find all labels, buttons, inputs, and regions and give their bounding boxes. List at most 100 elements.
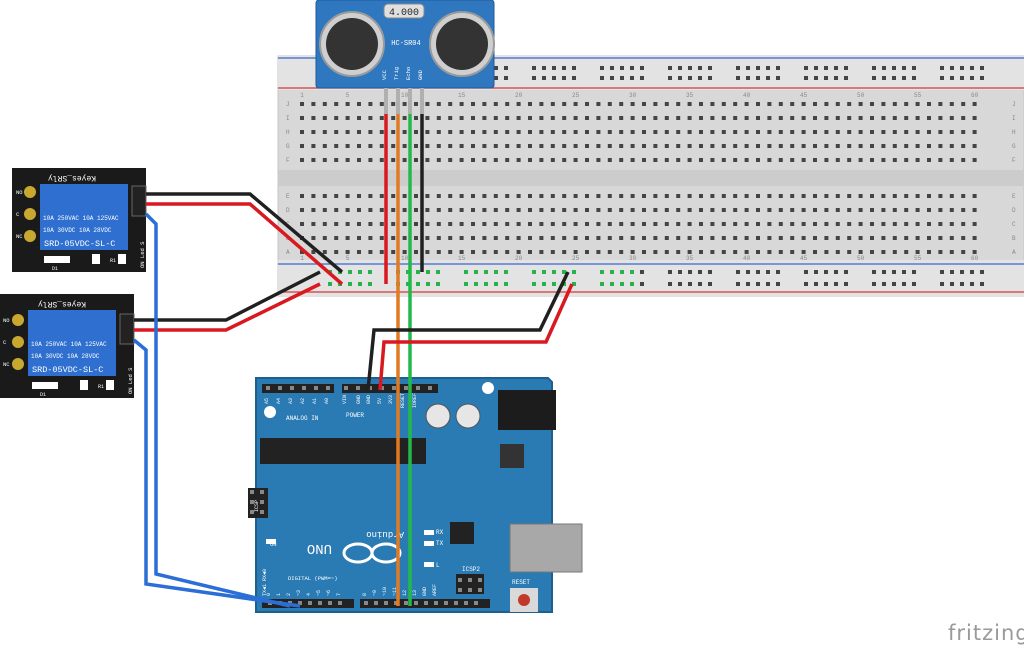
breadboard-hole	[858, 194, 863, 198]
breadboard-hole	[322, 102, 327, 106]
breadboard-hole	[710, 102, 715, 106]
breadboard-hole	[585, 158, 589, 162]
breadboard-rail-hole	[552, 270, 556, 274]
breadboard-hole	[699, 208, 703, 212]
breadboard-hole	[676, 102, 681, 106]
breadboard-hole	[915, 130, 920, 134]
breadboard-rail-hole	[872, 76, 876, 80]
breadboard-hole	[505, 208, 510, 212]
breadboard-hole	[687, 208, 692, 212]
breadboard-hole	[493, 158, 498, 162]
breadboard-hole	[733, 222, 738, 226]
relay2-model: SRD-05VDC-SL-C	[32, 365, 103, 375]
breadboard-hole	[870, 236, 874, 240]
relay1-resistor: R1	[110, 258, 116, 264]
breadboard-rail-hole	[902, 270, 906, 274]
breadboard-rail-hole	[912, 66, 916, 70]
breadboard-hole	[870, 222, 874, 226]
breadboard-hole	[630, 130, 635, 134]
breadboard-hole	[756, 250, 760, 254]
breadboard-rail-hole	[678, 282, 682, 286]
breadboard-hole	[379, 158, 384, 162]
breadboard-hole	[653, 144, 658, 148]
breadboard-hole	[676, 208, 681, 212]
relay2-resistor: R1	[98, 384, 104, 390]
breadboard-hole	[972, 130, 977, 134]
breadboard-hole	[562, 130, 567, 134]
breadboard-hole	[790, 222, 795, 226]
digital-label: DIGITAL (PWM=~)	[288, 575, 338, 582]
breadboard-hole	[676, 222, 681, 226]
breadboard-rail-hole	[892, 282, 896, 286]
breadboard-hole	[368, 222, 373, 226]
breadboard-hole	[516, 116, 521, 120]
breadboard-hole	[471, 144, 475, 148]
sensor-pin-trig: Trig	[393, 67, 400, 80]
breadboard-rail-hole	[494, 66, 498, 70]
breadboard-hole	[528, 116, 532, 120]
breadboard-hole	[790, 236, 795, 240]
breadboard-hole	[938, 144, 943, 148]
breadboard-hole	[881, 144, 886, 148]
on-label: ON	[270, 541, 277, 548]
breadboard-hole	[835, 158, 840, 162]
breadboard-hole	[448, 116, 453, 120]
relay1-rating2: 10A 30VDC 10A 28VDC	[43, 227, 112, 234]
breadboard-col-number: 1	[300, 92, 304, 99]
breadboard-hole	[699, 102, 703, 106]
breadboard-hole	[847, 250, 852, 254]
breadboard-rail-hole	[368, 270, 372, 274]
breadboard-hole	[927, 130, 931, 134]
breadboard-hole	[482, 208, 487, 212]
breadboard-hole	[379, 102, 384, 106]
breadboard-rail-hole	[620, 76, 624, 80]
breadboard-rail-hole	[640, 66, 644, 70]
breadboard-hole	[801, 102, 806, 106]
breadboard-hole	[528, 222, 532, 226]
breadboard-rail-hole	[980, 66, 984, 70]
breadboard-rail-hole	[970, 66, 974, 70]
breadboard-hole	[858, 102, 863, 106]
breadboard-hole	[619, 130, 624, 134]
icsp2-pin	[458, 588, 462, 592]
breadboard-hole	[311, 194, 316, 198]
breadboard-hole	[550, 130, 555, 134]
breadboard-row-letter: J	[1012, 101, 1016, 108]
breadboard-hole	[813, 116, 817, 120]
breadboard-col-number: 10	[401, 92, 409, 99]
breadboard-hole	[664, 158, 669, 162]
breadboard-hole	[790, 158, 795, 162]
breadboard-hole	[790, 130, 795, 134]
breadboard-hole	[311, 158, 316, 162]
pin-reset: RESET	[400, 393, 406, 408]
breadboard-hole	[505, 102, 510, 106]
breadboard-hole	[550, 144, 555, 148]
icsp-pin	[260, 510, 264, 514]
breadboard-rail-hole	[980, 282, 984, 286]
breadboard-rail-hole	[960, 282, 964, 286]
pin-a3: A3	[288, 398, 294, 404]
breadboard-rail-hole	[600, 66, 604, 70]
breadboard-hole	[710, 236, 715, 240]
breadboard-col-number: 10	[401, 255, 409, 262]
header-pin	[384, 601, 388, 605]
icsp2-label: ICSP2	[462, 566, 480, 573]
breadboard-rail-hole	[504, 270, 508, 274]
breadboard-col-number: 35	[686, 255, 694, 262]
breadboard-rail-hole	[882, 282, 886, 286]
breadboard-hole	[676, 250, 681, 254]
pin-a5: A5	[264, 398, 270, 404]
breadboard-hole	[471, 208, 475, 212]
breadboard-hole	[664, 208, 669, 212]
pin-ioref: IOREF	[412, 393, 418, 408]
breadboard-rail-hole	[532, 282, 536, 286]
breadboard-row-letter: B	[1012, 235, 1016, 242]
breadboard-hole	[539, 144, 544, 148]
breadboard-col-number: 1	[300, 255, 304, 262]
breadboard-rail-hole	[464, 282, 468, 286]
breadboard-hole	[300, 144, 304, 148]
breadboard-hole	[767, 102, 772, 106]
wire-relay1-signal	[144, 212, 291, 608]
breadboard-hole	[573, 144, 578, 148]
breadboard-hole	[687, 130, 692, 134]
